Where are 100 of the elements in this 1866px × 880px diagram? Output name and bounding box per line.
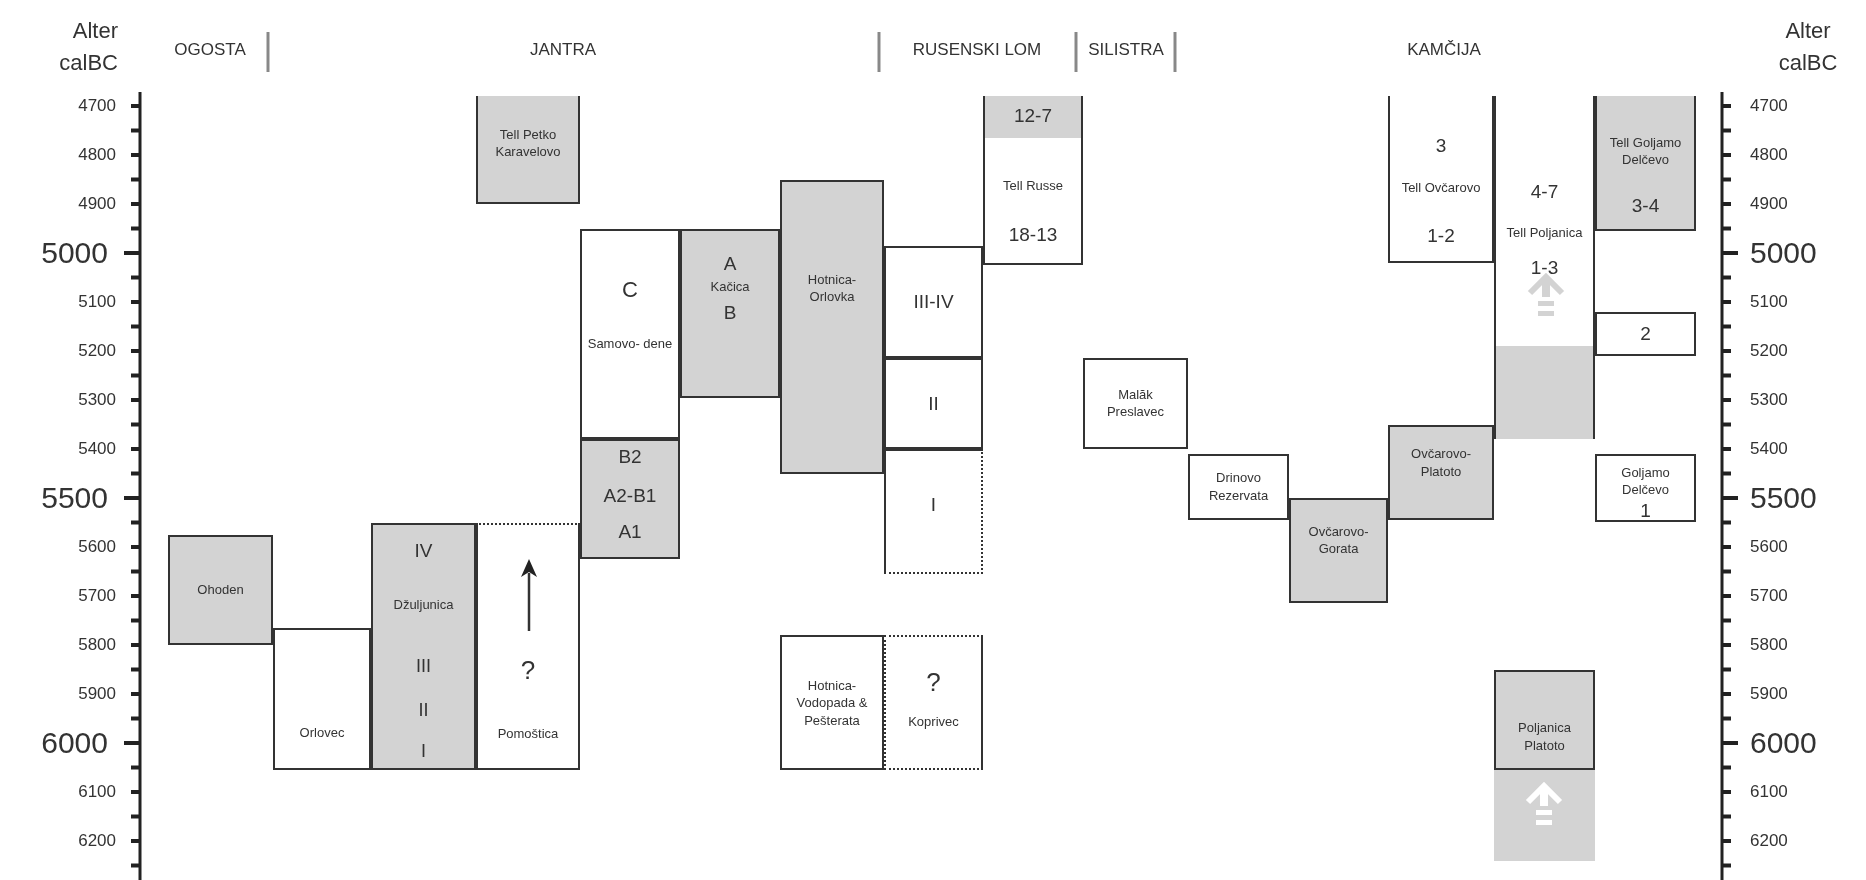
phase-label: C xyxy=(621,276,639,305)
period-box xyxy=(168,534,273,645)
site-name: Džuljunica xyxy=(392,596,455,614)
site-name: Ohoden xyxy=(196,581,245,599)
period-box xyxy=(780,179,884,474)
period-box xyxy=(476,522,580,770)
period-box xyxy=(884,635,983,770)
phase-label: 1-2 xyxy=(1426,224,1456,249)
tick-label: 6100 xyxy=(78,782,116,802)
site-name: Tell Russe xyxy=(1002,177,1064,196)
tick-label: 5200 xyxy=(78,341,116,361)
phase-label: III xyxy=(415,654,432,678)
tick-label: 6100 xyxy=(1750,782,1788,802)
phase-label: A2-B1 xyxy=(602,483,658,508)
phase-label: B2 xyxy=(617,445,643,470)
site-name: Poljanica Platoto xyxy=(1517,719,1572,755)
period-box xyxy=(371,522,476,770)
phase-label: 2 xyxy=(1639,322,1652,346)
tick-label: 5400 xyxy=(78,439,116,459)
tick-label: 5600 xyxy=(78,537,116,557)
phase-label: II xyxy=(927,391,940,416)
site-name: Kačica xyxy=(709,277,751,296)
tick-label: 6200 xyxy=(1750,831,1788,851)
site-name: Pomoštica xyxy=(496,725,560,743)
tick-label: 5500 xyxy=(41,481,108,515)
tick-label: 4900 xyxy=(78,194,116,214)
site-name: Ovčarovo- Platoto xyxy=(1410,445,1472,481)
site-name: Koprivec xyxy=(907,713,960,731)
phase-label: 3-4 xyxy=(1630,194,1661,219)
period-box xyxy=(884,449,983,574)
tick-label: 5700 xyxy=(78,586,116,606)
period-box xyxy=(580,439,680,560)
period-box xyxy=(983,96,1083,266)
period-box xyxy=(680,228,780,398)
tick-label: 5200 xyxy=(1750,341,1788,361)
tick-label: 5900 xyxy=(1750,684,1788,704)
tick-label: 4800 xyxy=(78,145,116,165)
site-name: Tell Petko Karavelovo xyxy=(494,126,562,162)
site-name: Tell Goljamo Delčevo xyxy=(1608,134,1683,170)
period-box xyxy=(884,358,983,449)
period-box xyxy=(476,96,580,204)
period-box xyxy=(1388,424,1494,521)
phase-label: I xyxy=(929,493,938,518)
site-name: Hotnica- Orlovka xyxy=(806,271,858,307)
region-label: KAMČIJA xyxy=(1407,40,1481,60)
tick-label: 4900 xyxy=(1750,194,1788,214)
phase-label: 12-7 xyxy=(1013,104,1053,129)
period-box xyxy=(1289,498,1388,604)
axis-title: Alter calBC xyxy=(1777,17,1839,77)
tick-label: 5400 xyxy=(1750,439,1788,459)
site-name: Ovčarovo- Gorata xyxy=(1307,523,1370,559)
region-label: RUSENSKI LOM xyxy=(912,40,1042,60)
tick-label: 5300 xyxy=(78,390,116,410)
tick-label: 5100 xyxy=(1750,292,1788,312)
period-box xyxy=(1494,96,1595,440)
site-name: Drinovo Rezervata xyxy=(1207,469,1270,505)
phase-label: ? xyxy=(519,654,537,687)
phase-label: 18-13 xyxy=(1007,223,1059,247)
tick-label: 5000 xyxy=(41,236,108,270)
site-name: Goljamo Delčevo xyxy=(1620,464,1671,500)
tick-label: 6200 xyxy=(78,831,116,851)
period-box xyxy=(1494,669,1595,770)
tick-label: 5600 xyxy=(1750,537,1788,557)
tick-label: 5300 xyxy=(1750,390,1788,410)
phase-label: 1-3 xyxy=(1529,255,1560,280)
tick-label: 5800 xyxy=(78,635,116,655)
axis-title: Alter calBC xyxy=(58,17,118,77)
tick-label: 5700 xyxy=(1750,586,1788,606)
tick-label: 5800 xyxy=(1750,635,1788,655)
phase-label: A1 xyxy=(617,519,643,544)
site-name: Tell Poljanica xyxy=(1505,224,1584,243)
tick-label: 6000 xyxy=(41,726,108,760)
period-box xyxy=(1595,96,1696,231)
phase-label: 3 xyxy=(1434,133,1448,158)
tick-label: 6000 xyxy=(1750,726,1817,760)
phase-label: IV xyxy=(413,539,434,564)
region-label: OGOSTA xyxy=(174,40,246,60)
phase-label: 4-7 xyxy=(1529,180,1560,205)
phase-label: III-IV xyxy=(912,290,955,315)
period-box xyxy=(1083,358,1188,449)
site-name: Malăk Preslavec xyxy=(1105,386,1166,422)
phase-label: A xyxy=(722,251,738,276)
period-box xyxy=(1595,453,1696,523)
phase-label: I xyxy=(420,739,427,763)
period-box xyxy=(884,245,983,359)
period-box xyxy=(273,627,371,770)
phase-label: 1 xyxy=(1639,498,1652,523)
site-name: Hotnica- Vodopada & Pešterata xyxy=(795,676,869,729)
period-box xyxy=(1188,453,1289,521)
tick-label: 5100 xyxy=(78,292,116,312)
tick-label: 5900 xyxy=(78,684,116,704)
phase-label: B xyxy=(722,301,738,326)
region-label: JANTRA xyxy=(529,40,597,60)
tick-label: 4700 xyxy=(78,96,116,116)
period-box xyxy=(1388,96,1494,263)
tick-label: 5000 xyxy=(1750,236,1817,270)
site-name: Tell Ovčarovo xyxy=(1400,179,1482,198)
period-box xyxy=(580,228,680,440)
region-label: SILISTRA xyxy=(1088,40,1164,60)
site-name: Samovo- dene xyxy=(586,335,674,353)
